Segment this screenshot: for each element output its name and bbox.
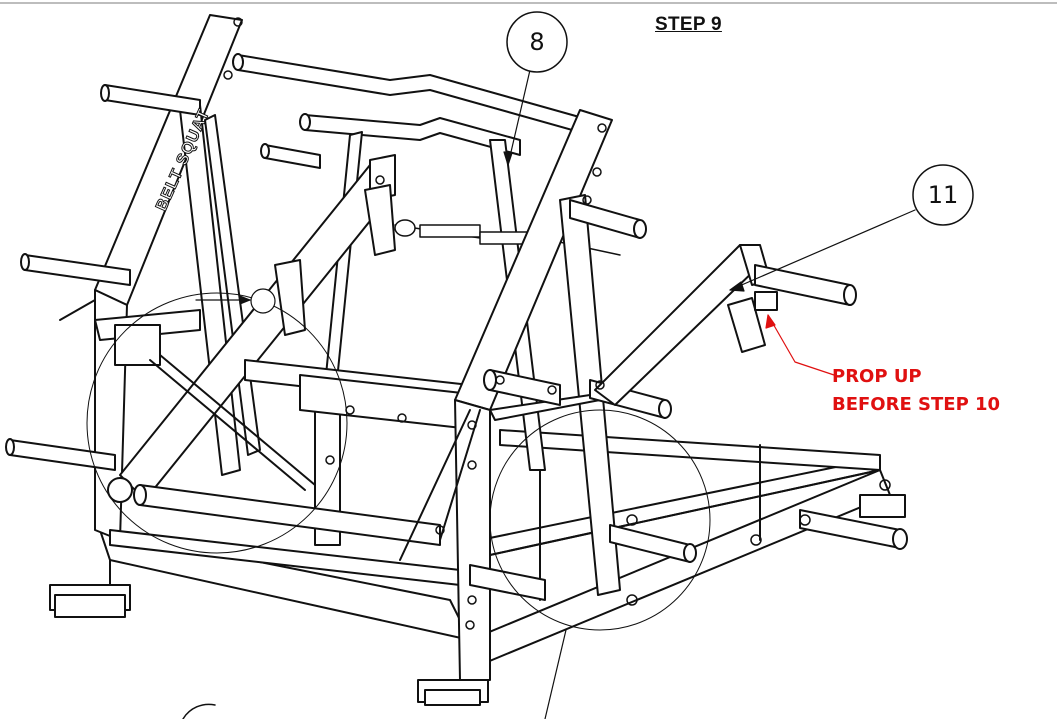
note-leader: [765, 314, 841, 378]
detail-circles: [86, 292, 711, 631]
leader-lines: [195, 69, 916, 719]
top-border-line: [0, 2, 1057, 4]
prop-up-note: PROP UP BEFORE STEP 10: [832, 363, 1000, 419]
base-frame: [99, 429, 891, 691]
feet: [49, 494, 906, 706]
partial-callout-circle: [182, 703, 216, 719]
callout-8-number: 8: [529, 28, 545, 56]
callout-11-circle: [912, 164, 974, 226]
right-lever-arm: [594, 244, 857, 406]
bolts: [223, 17, 891, 630]
lever-arm: [107, 154, 396, 503]
step-title: STEP 9: [655, 14, 722, 35]
callout-8-circle: [506, 11, 568, 73]
left-weight-horns: [5, 84, 321, 471]
right-weight-horns: [469, 199, 908, 601]
note-line-1: PROP UP: [832, 366, 922, 387]
callout-11-number: 11: [927, 181, 959, 209]
top-bar: [232, 53, 591, 156]
note-line-2: BEFORE STEP 10: [832, 394, 1001, 415]
horizontal-tubes: [109, 359, 481, 586]
